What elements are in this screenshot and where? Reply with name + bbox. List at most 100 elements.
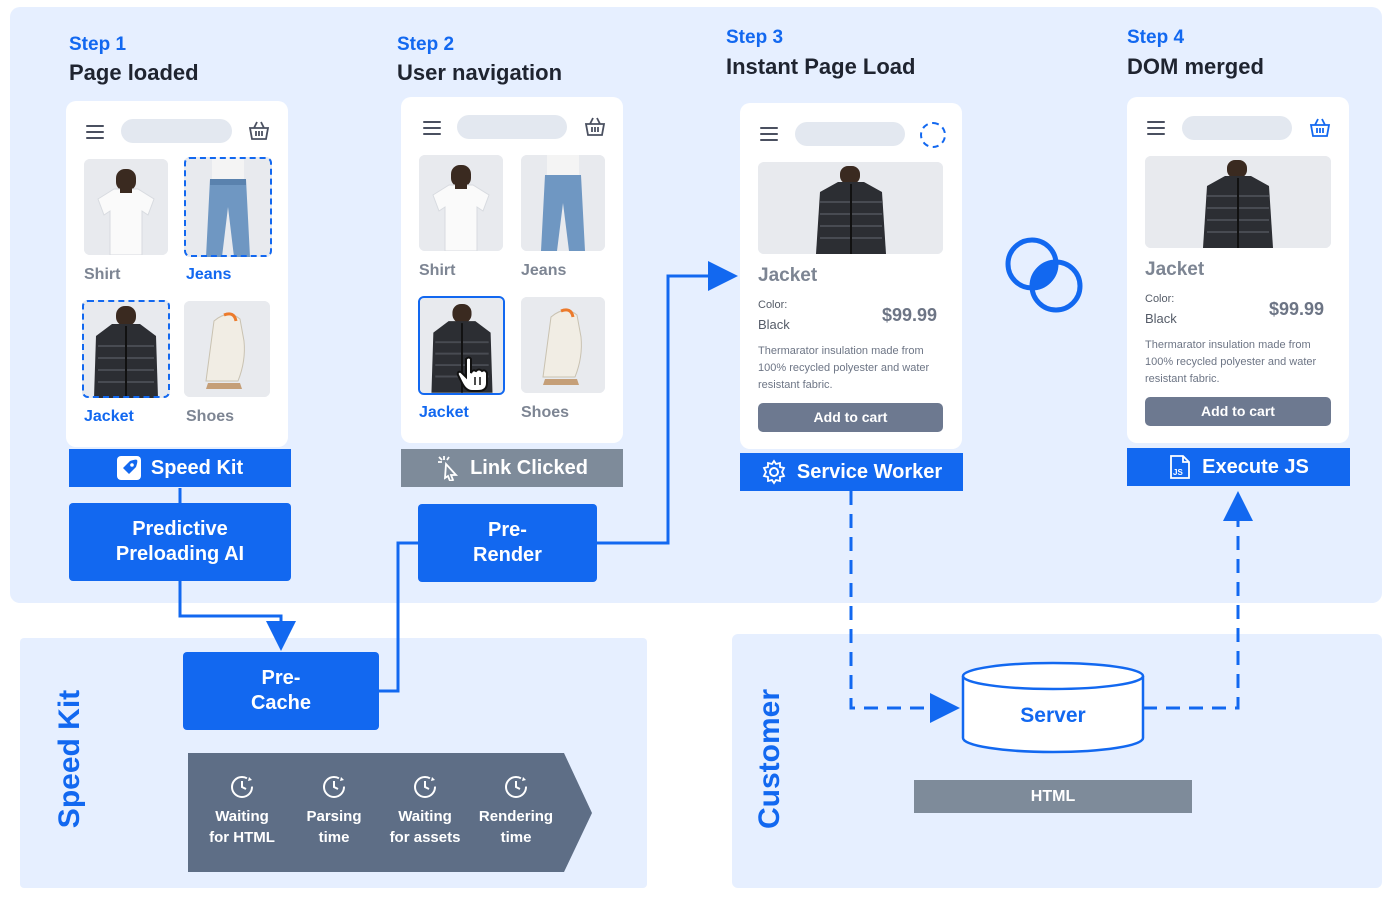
jeans-label[interactable]: Jeans bbox=[186, 266, 232, 283]
step-1-title: Page loaded bbox=[69, 60, 199, 85]
step-3-title: Instant Page Load bbox=[726, 54, 916, 79]
rocket-icon bbox=[116, 456, 141, 480]
step-1-phone-card: Shirt Jeans Jacket Shoes bbox=[66, 101, 288, 447]
service-worker-badge: Service Worker bbox=[740, 453, 963, 491]
merge-circles-icon bbox=[1005, 237, 1083, 313]
jacket-label[interactable]: Jacket bbox=[84, 408, 134, 425]
shoes-label[interactable]: Shoes bbox=[521, 404, 570, 421]
jacket-photo bbox=[1145, 156, 1331, 248]
color-value: Black bbox=[1145, 311, 1177, 326]
server-label: Server bbox=[1020, 704, 1086, 727]
step-3-product-card: Jacket Color: Black $99.99 Thermarator i… bbox=[740, 103, 962, 449]
search-bar[interactable] bbox=[121, 119, 232, 143]
timeline-chevron bbox=[188, 753, 592, 872]
clock-icon bbox=[414, 776, 436, 798]
color-label: Color: bbox=[1145, 293, 1175, 305]
timeline-line2: time bbox=[318, 829, 350, 846]
clock-icon bbox=[323, 776, 345, 798]
jacket-label[interactable]: Jacket bbox=[419, 404, 469, 421]
step-2-title: User navigation bbox=[397, 60, 563, 85]
shirt-label[interactable]: Shirt bbox=[84, 266, 121, 283]
jacket-photo bbox=[758, 162, 943, 254]
timeline-line1: Parsing bbox=[306, 808, 362, 825]
menu-icon[interactable] bbox=[1147, 121, 1165, 135]
customer-section-title: Customer bbox=[753, 688, 786, 830]
add-to-cart-button[interactable]: Add to cart bbox=[758, 403, 943, 432]
search-bar[interactable] bbox=[1182, 116, 1292, 140]
product-description: Thermarator insulation made from 100% re… bbox=[758, 345, 930, 391]
link-clicked-label: Link Clicked bbox=[470, 456, 588, 479]
precache-to-prerender-line bbox=[379, 541, 418, 693]
shoes-image[interactable] bbox=[521, 297, 605, 393]
menu-icon[interactable] bbox=[760, 127, 778, 141]
timeline-item-waiting-html: Waiting for HTML bbox=[196, 774, 288, 848]
jeans-image[interactable] bbox=[521, 155, 605, 251]
jeans-label[interactable]: Jeans bbox=[521, 262, 567, 279]
step-2-phone-card: Shirt Jeans Jacket Shoes bbox=[401, 97, 623, 443]
timeline-line2: for assets bbox=[389, 829, 461, 846]
js-file-icon: JS bbox=[1170, 455, 1191, 479]
prerender-label: Pre- Render bbox=[473, 519, 542, 566]
basket-icon[interactable] bbox=[584, 117, 606, 137]
link-clicked-badge: Link Clicked bbox=[401, 449, 623, 487]
predictive-to-precache-arrow bbox=[178, 581, 296, 651]
service-worker-label: Service Worker bbox=[796, 460, 943, 483]
loading-spinner-icon bbox=[920, 122, 946, 148]
search-bar[interactable] bbox=[457, 115, 567, 139]
step-3-number: Step 3 bbox=[726, 27, 784, 48]
speed-kit-badge: Speed Kit bbox=[69, 449, 291, 487]
prerender-to-step3-arrow bbox=[597, 261, 738, 545]
timeline-item-parsing: Parsing time bbox=[288, 774, 380, 848]
step-4-number: Step 4 bbox=[1127, 27, 1185, 48]
speed-kit-label: Speed Kit bbox=[150, 456, 244, 479]
jeans-image[interactable] bbox=[184, 157, 272, 257]
search-bar[interactable] bbox=[795, 122, 905, 146]
gear-icon bbox=[762, 459, 786, 485]
step-2-number: Step 2 bbox=[397, 34, 455, 55]
shirt-image[interactable] bbox=[84, 159, 168, 255]
add-to-cart-button[interactable]: Add to cart bbox=[1145, 397, 1331, 426]
clock-icon bbox=[505, 776, 527, 798]
product-name: Jacket bbox=[1145, 259, 1205, 280]
predictive-preloading-box: Predictive Preloading AI bbox=[69, 503, 291, 581]
menu-icon[interactable] bbox=[423, 121, 441, 135]
color-value: Black bbox=[758, 317, 790, 332]
execute-js-badge: JS Execute JS bbox=[1127, 448, 1350, 486]
html-label: HTML bbox=[1030, 787, 1076, 805]
basket-icon[interactable] bbox=[1309, 118, 1331, 138]
timeline-line1: Rendering bbox=[478, 808, 554, 825]
step-4-product-card: Jacket Color: Black $99.99 Thermarator i… bbox=[1127, 97, 1349, 443]
timeline-item-rendering: Rendering time bbox=[470, 774, 562, 848]
color-label: Color: bbox=[758, 299, 788, 311]
timeline-line2: for HTML bbox=[209, 829, 275, 846]
jacket-image[interactable] bbox=[82, 300, 170, 398]
shirt-label[interactable]: Shirt bbox=[419, 262, 456, 279]
html-bar: HTML bbox=[914, 780, 1192, 813]
shoes-image[interactable] bbox=[184, 301, 270, 397]
menu-icon[interactable] bbox=[86, 125, 104, 139]
prerender-box: Pre- Render bbox=[418, 504, 597, 582]
precache-label: Pre- Cache bbox=[250, 667, 312, 714]
service-worker-to-server-arrow bbox=[849, 491, 960, 723]
hand-cursor-icon bbox=[456, 356, 488, 392]
step-4-title: DOM merged bbox=[1127, 54, 1264, 79]
server-to-execute-js-arrow bbox=[1143, 491, 1253, 710]
basket-icon[interactable] bbox=[248, 121, 270, 141]
shoes-label[interactable]: Shoes bbox=[186, 408, 235, 425]
timeline-item-waiting-assets: Waiting for assets bbox=[379, 774, 471, 848]
execute-js-label: Execute JS bbox=[1202, 455, 1309, 478]
product-price: $99.99 bbox=[1269, 299, 1325, 319]
shirt-image[interactable] bbox=[419, 155, 503, 251]
server-database-icon bbox=[961, 661, 1145, 754]
timeline-line1: Waiting bbox=[398, 808, 452, 825]
product-price: $99.99 bbox=[882, 305, 938, 325]
svg-text:JS: JS bbox=[1173, 468, 1183, 477]
speed-kit-section-title: Speed Kit bbox=[53, 689, 86, 829]
precache-box: Pre- Cache bbox=[183, 652, 379, 730]
clock-icon bbox=[231, 776, 253, 798]
product-description: Thermarator insulation made from 100% re… bbox=[1145, 339, 1317, 385]
product-name: Jacket bbox=[758, 265, 818, 286]
predictive-preloading-label: Predictive Preloading AI bbox=[115, 518, 245, 565]
timeline-line2: time bbox=[500, 829, 532, 846]
